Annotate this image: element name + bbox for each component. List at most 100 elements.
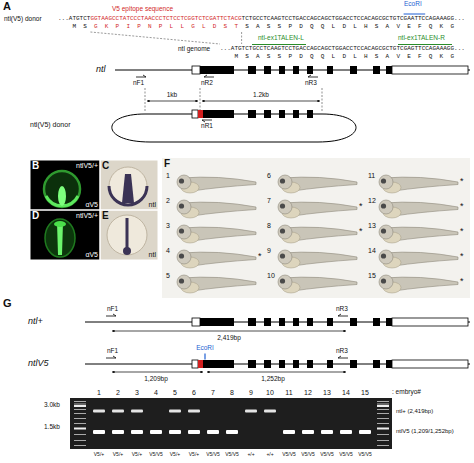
- use-shape: [302, 430, 314, 434]
- rect-shape: [100, 160, 158, 210]
- lane-number: 6: [192, 389, 196, 396]
- polygon-shape: [122, 174, 134, 203]
- use-shape: [379, 200, 458, 218]
- lane-number: 15: [361, 389, 369, 396]
- line-shape: [204, 354, 205, 360]
- polyline-shape: [106, 314, 116, 316]
- axis-label: : embryo#: [392, 389, 421, 396]
- protein-sequence: M S A S S P D Q Q L D L H S A V E F Q K …: [234, 54, 455, 60]
- gene-label: ntl: [96, 65, 106, 74]
- use-shape: [377, 401, 389, 446]
- rect-shape: [162, 158, 470, 298]
- polyline-shape: [308, 75, 318, 77]
- construct-label: ntl(V5) donor: [30, 121, 70, 128]
- use-shape: [112, 430, 124, 434]
- lane-number: 4: [154, 389, 158, 396]
- dna-sequence: ...ATGTCTGCCTCAAGTCCTGACCAGCAGCTGGACCTCC…: [220, 46, 465, 52]
- line-shape: [322, 88, 323, 112]
- image-panel: F: [162, 158, 470, 298]
- path-shape: [112, 114, 356, 142]
- band-label: ntlV5 (1,209/1,252bp): [396, 428, 454, 434]
- embryo-number: 12: [368, 197, 376, 204]
- genotype-label: V5/+: [170, 452, 180, 457]
- protein-sequence: G K P I P N P L L G L D S T: [94, 24, 240, 30]
- panel-label: ntl: [149, 201, 156, 208]
- genotyping-map: [85, 314, 470, 372]
- use-shape: [278, 200, 357, 218]
- line-shape: [145, 88, 146, 112]
- gene-label: ntlV5: [28, 359, 49, 368]
- use-shape: [150, 430, 162, 434]
- use-shape: [131, 430, 143, 434]
- use-shape: [340, 430, 352, 434]
- asterisk-mark: *: [460, 277, 464, 286]
- rect-shape: [30, 160, 100, 210]
- line-shape: [404, 14, 426, 15]
- use-shape: [379, 175, 458, 193]
- genotype-label: +/+: [266, 452, 273, 457]
- rect-shape: [30, 210, 100, 260]
- use-shape: [112, 410, 124, 413]
- genotype-label: V5/+: [189, 452, 199, 457]
- use-shape: [379, 225, 458, 243]
- dimension-label: 2,419bp: [217, 335, 241, 342]
- dimension-label: 1,252bp: [261, 376, 285, 383]
- use-shape: [177, 225, 256, 243]
- genotype-label: V5/V5: [225, 452, 239, 457]
- lane-number: 13: [323, 389, 331, 396]
- construct-label: ntl(V5) donor: [4, 16, 42, 23]
- embryo-number: 3: [166, 222, 170, 229]
- embryo-number: 9: [267, 247, 271, 254]
- genotype-label: V5/+: [94, 452, 104, 457]
- asterisk-mark: *: [460, 252, 464, 261]
- line-shape: [90, 32, 220, 44]
- primer-label: nR3: [336, 348, 348, 355]
- size-marker-label: 3.0kb: [44, 402, 60, 409]
- embryo-number: 10: [267, 272, 275, 279]
- rect-shape: [100, 210, 158, 260]
- panel-letter: D: [32, 211, 39, 221]
- embryo-number: 15: [368, 272, 376, 279]
- asterisk-mark: *: [359, 202, 363, 211]
- line-shape: [398, 44, 452, 45]
- use-shape: [327, 66, 468, 74]
- use-shape: [248, 360, 313, 368]
- primer-label: nR3: [336, 306, 348, 313]
- panel-label: ntlV5/+: [76, 162, 98, 169]
- polyline-shape: [136, 75, 146, 77]
- dimension-label: 1,209bp: [144, 376, 168, 383]
- embryo-number: 11: [368, 172, 375, 179]
- circle-shape: [109, 167, 147, 205]
- embryo-images: [162, 158, 470, 298]
- dna-sequence: ...ATGTCT: [58, 16, 90, 22]
- lane-number: 10: [266, 389, 274, 396]
- use-shape: [131, 410, 143, 413]
- use-shape: [192, 318, 234, 326]
- rect-shape: [70, 398, 392, 449]
- lane-number: 14: [342, 389, 350, 396]
- gene-label: ntl+: [28, 317, 43, 326]
- primer-label: nF1: [107, 348, 118, 355]
- use-shape: [248, 66, 313, 74]
- ellipse-shape: [54, 221, 66, 227]
- asterisk-mark: *: [258, 252, 262, 261]
- primer-label: nF1: [107, 306, 118, 313]
- genotype-label: +/+: [247, 452, 254, 457]
- line-shape: [207, 372, 346, 373]
- use-shape: [74, 401, 86, 446]
- use-shape: [278, 275, 357, 293]
- asterisk-mark: *: [359, 227, 363, 236]
- embryo-number: 14: [368, 247, 376, 254]
- polyline-shape: [338, 314, 348, 316]
- donor-plasmid: [112, 110, 356, 142]
- genotype-label: V5/V5: [339, 452, 353, 457]
- talen-label: ntl-ex1TALEN-L: [258, 35, 304, 42]
- use-shape: [248, 110, 313, 118]
- genotype-label: V5/V5: [358, 452, 372, 457]
- dna-sequence: GGTAAGCCTATCCCTAACCCTCTCCTCGGTCTCGATTCTA…: [90, 16, 241, 22]
- panel-label: ntlV5/+: [76, 212, 98, 219]
- rect-shape: [126, 218, 129, 248]
- genotype-label: V5/V5: [320, 452, 334, 457]
- panel-letter: G: [3, 298, 12, 309]
- embryo-number: 1: [166, 172, 170, 179]
